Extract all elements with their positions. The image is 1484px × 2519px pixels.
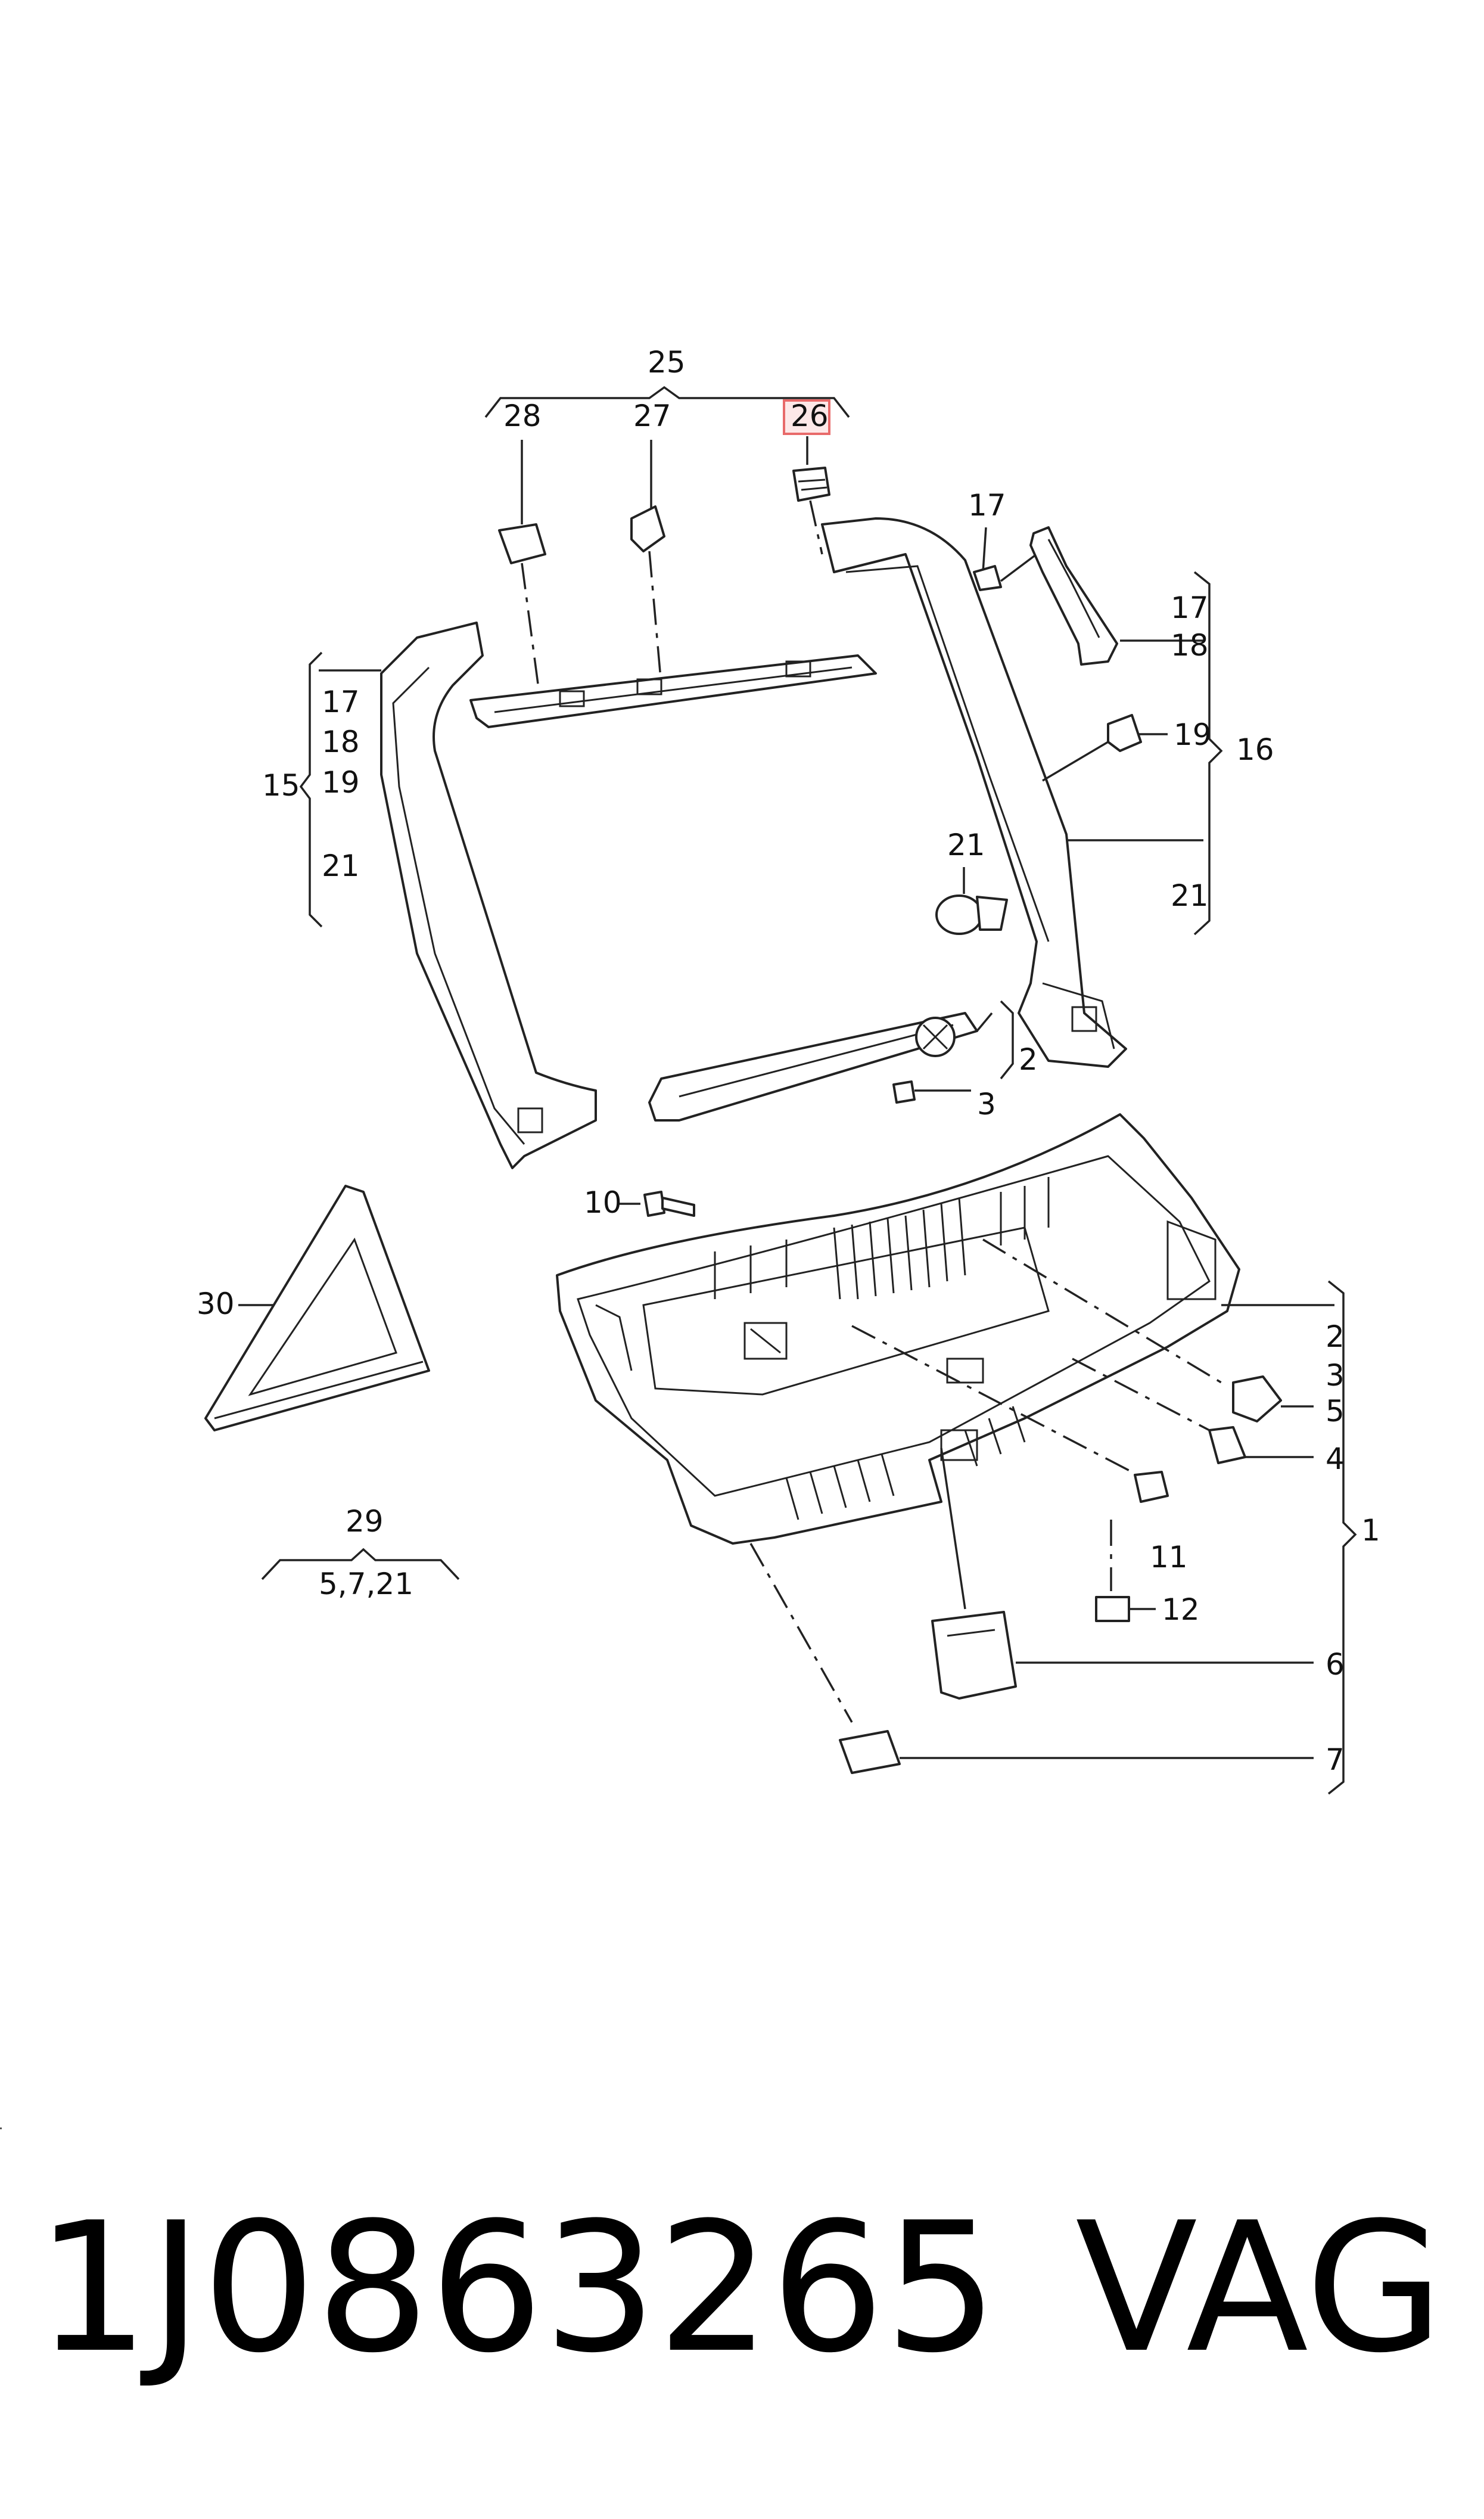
callout-17-top: 17 [968, 488, 1006, 523]
callout-27: 27 [633, 399, 671, 433]
guide-28 [521, 563, 543, 716]
clip-5 [1232, 1375, 1282, 1422]
lower-trim-panel [556, 1113, 1240, 1545]
clip-12 [1095, 1596, 1130, 1622]
bracket-1 [1327, 1280, 1357, 1795]
handle-trim [648, 1012, 978, 1122]
callout-2-lower: 2 [1326, 1319, 1345, 1354]
callout-21-center: 21 [947, 828, 985, 862]
clip-21 [935, 894, 983, 935]
highlight-box-26 [783, 399, 830, 435]
callout-18-right: 18 [1171, 628, 1209, 663]
callout-16: 16 [1236, 732, 1274, 767]
callout-30: 30 [197, 1287, 235, 1321]
callout-10: 10 [584, 1185, 622, 1220]
callout-4: 4 [1326, 1442, 1345, 1476]
callout-17-left: 17 [322, 685, 360, 719]
rail-part-18 [1029, 526, 1118, 666]
callout-17-right: 17 [1171, 591, 1209, 625]
callout-26: 26 [791, 399, 829, 433]
brand-name: VAG [1075, 2184, 1444, 2392]
callout-29: 29 [346, 1504, 384, 1539]
bracket-16 [1193, 571, 1223, 936]
callout-21-right: 21 [1171, 878, 1209, 913]
leader-17-top [982, 527, 987, 573]
part-number: 1J0863265 [36, 2184, 998, 2392]
clip-11 [1134, 1471, 1169, 1503]
cap-7 [839, 1730, 901, 1774]
callout-19-right: 19 [1174, 718, 1212, 752]
callout-28: 28 [503, 399, 542, 433]
clip-4 [1208, 1426, 1246, 1464]
callout-3-upper: 3 [977, 1087, 996, 1122]
callout-12: 12 [1162, 1592, 1200, 1627]
cap-part-28 [498, 523, 546, 564]
upper-window-trim [380, 517, 1127, 1169]
callout-11: 11 [1150, 1540, 1188, 1574]
callout-21-left: 21 [322, 849, 360, 883]
callout-5: 5 [1326, 1394, 1345, 1428]
bracket-15 [299, 651, 381, 928]
callout-15: 15 [262, 768, 300, 803]
callout-7: 7 [1326, 1743, 1345, 1777]
clip-17 [973, 565, 1002, 591]
callout-19-left: 19 [322, 765, 360, 800]
clip-part-26 [792, 467, 830, 502]
callout-29-contents: 5,7,21 [319, 1567, 413, 1601]
callout-18-left: 18 [322, 725, 360, 759]
bracket-29 [261, 1548, 460, 1580]
bolt-10 [643, 1191, 665, 1217]
warning-triangle-30 [204, 1185, 430, 1431]
callout-6: 6 [1326, 1647, 1345, 1682]
cover-6 [931, 1611, 1017, 1700]
callout-1: 1 [1361, 1513, 1380, 1548]
callout-3-lower: 3 [1326, 1358, 1345, 1393]
callout-2-upper: 2 [1019, 1042, 1038, 1077]
bracket-25 [484, 386, 850, 418]
guide-27 [648, 551, 662, 686]
guide-26 [809, 500, 823, 555]
clip-19 [1107, 714, 1142, 752]
clip-part-27 [630, 505, 665, 552]
callout-25: 25 [648, 345, 686, 380]
